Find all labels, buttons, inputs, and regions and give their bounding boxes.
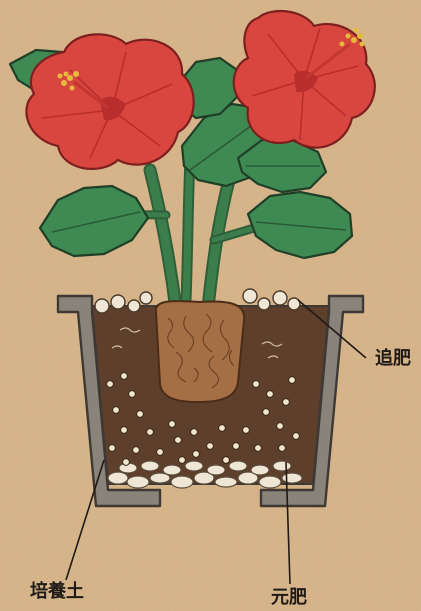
leader-base-fertilizer [285,461,291,585]
leader-potting-soil [65,459,105,581]
leader-top-dressing [297,299,367,359]
root-fibers [167,313,235,389]
soil-squiggles [111,327,283,359]
drainage-pebbles [107,460,303,489]
top-dressing-granules [94,288,301,314]
stamen-right [305,27,365,80]
label-base-fertilizer: 元肥 [271,587,307,608]
label-top-dressing: 追肥 [375,348,411,369]
hibiscus-flower-left [25,33,195,170]
hibiscus-flower-right [232,10,376,149]
label-potting-soil: 培養土 [30,581,84,602]
pot-wall [56,294,162,508]
fertilizer-granules [106,372,300,466]
root-ball [154,300,246,404]
stamen-left [57,71,109,110]
leaf-right-lower [246,190,354,260]
leaf-left-lower [38,184,150,258]
flower-pot-icon [56,294,365,508]
callout-lines [65,299,367,585]
